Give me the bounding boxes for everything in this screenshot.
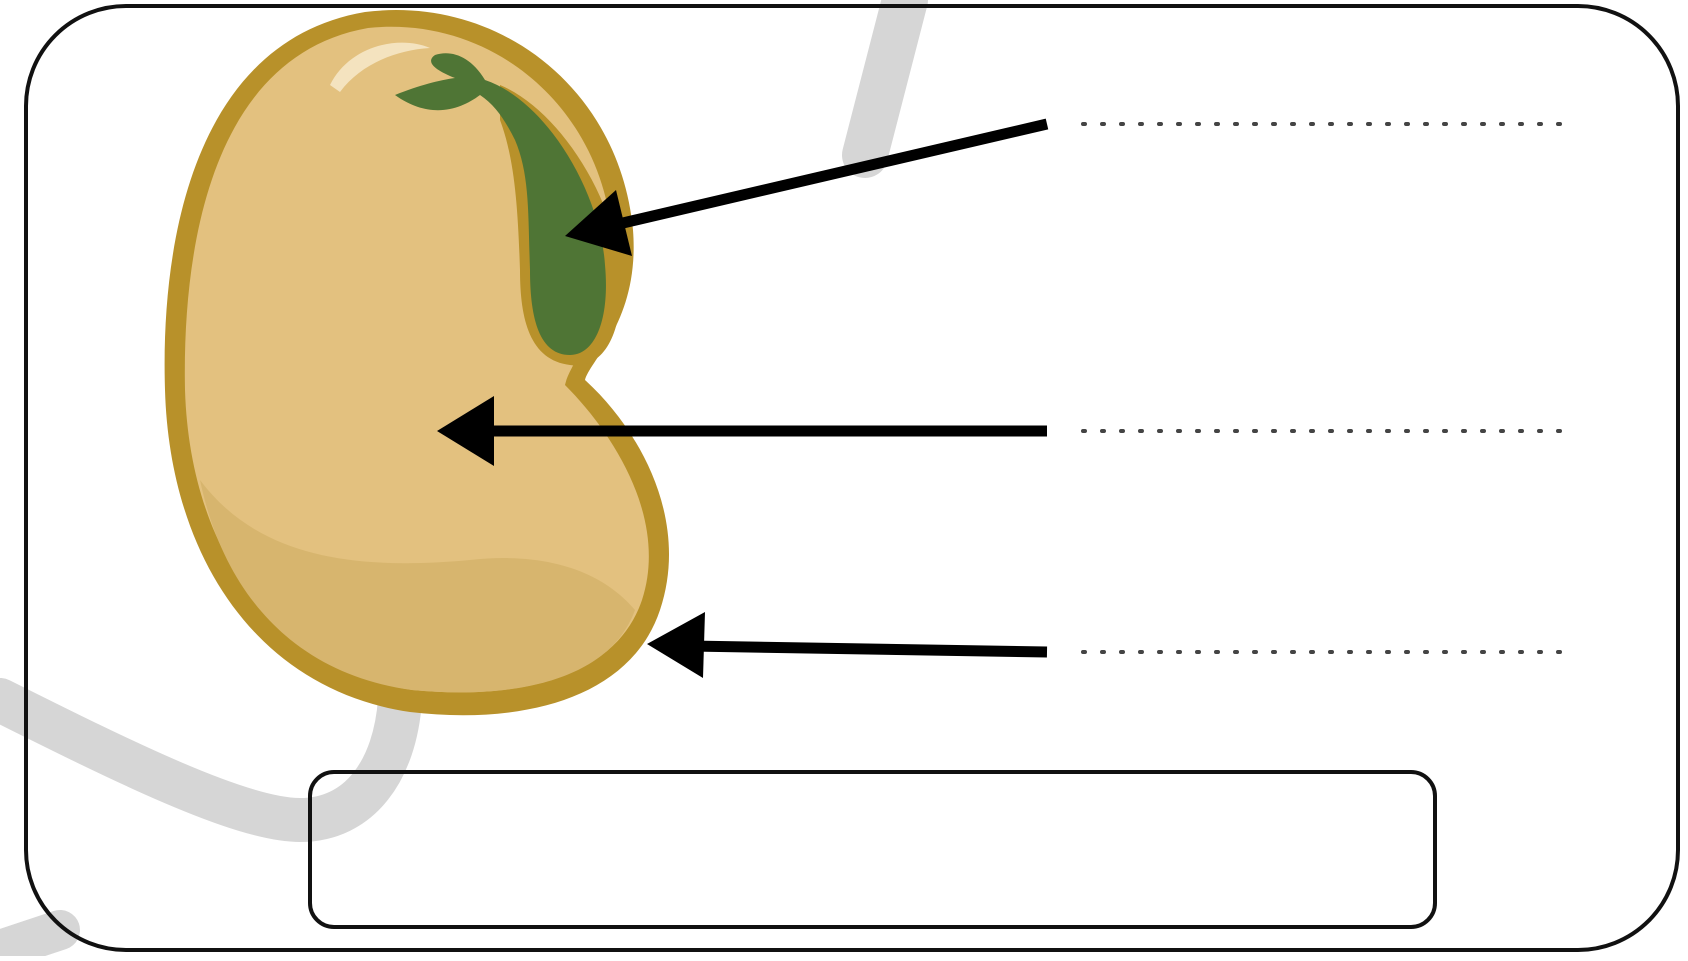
part-label-2[interactable] xyxy=(1075,403,1575,443)
part-label-3[interactable] xyxy=(1075,624,1575,664)
arrow-3-shaft xyxy=(690,646,1047,652)
part-label-1[interactable] xyxy=(1075,96,1575,136)
watermark-stroke-top xyxy=(865,0,905,155)
bean-seed xyxy=(165,10,669,715)
answer-lines xyxy=(1083,124,1568,652)
watermark-stroke-bottom xyxy=(0,930,60,950)
arrow-1-shaft xyxy=(610,124,1047,226)
title-box-text[interactable] xyxy=(310,772,1435,927)
arrow-3-head xyxy=(647,612,705,678)
